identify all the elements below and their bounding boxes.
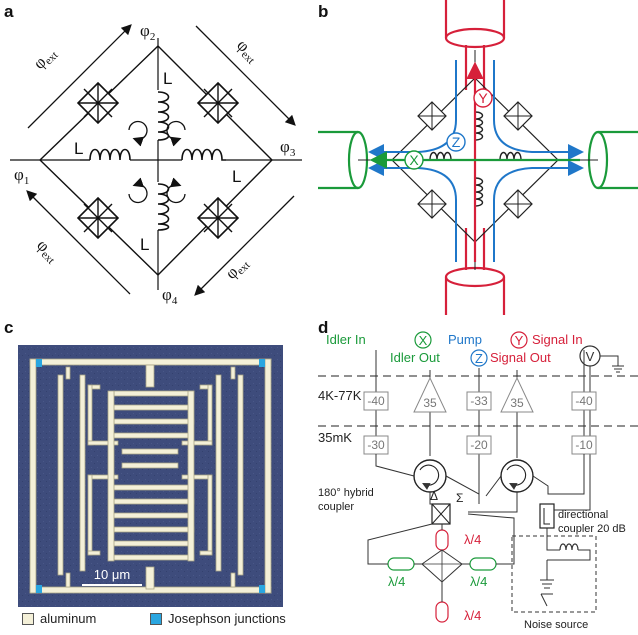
signal-out-label: Signal Out	[490, 350, 551, 365]
z-badge: Z	[475, 351, 483, 366]
idler-out-label: Idler Out	[390, 350, 440, 365]
resonator-top	[435, 529, 449, 551]
lambda4-left: λ/4	[388, 574, 405, 589]
lambda4-bottom: λ/4	[464, 608, 481, 623]
pump-label: Pump	[448, 332, 482, 347]
amp-signal-gain: 35	[510, 396, 524, 410]
phi-3-label: φ3	[280, 137, 296, 159]
legend-junctions-label: Josephson junctions	[168, 611, 286, 626]
inductor-label-right: L	[232, 167, 241, 186]
dir-coupler-line1: directional	[558, 509, 608, 521]
aluminum-swatch	[22, 612, 34, 625]
inductor-label-bottom: L	[140, 235, 149, 254]
stage-4k-label: 4K-77K	[318, 388, 362, 403]
att-pump-top: -33	[470, 394, 488, 408]
panel-letter-b: b	[318, 2, 329, 21]
phi-4-label: φ4	[162, 285, 178, 307]
dir-coupler-line2: coupler 20 dB	[558, 523, 626, 535]
signal-in-label: Signal In	[532, 332, 583, 347]
junction-markers	[36, 359, 265, 593]
aluminum-traces	[29, 358, 272, 594]
delta-label: Δ	[430, 489, 438, 503]
panel-d-setup-schematic: Idler In Idler Out Pump Signal Out Signa…	[318, 331, 638, 631]
phi-2-label: φ2	[140, 21, 155, 43]
panel-a-jrm-diagram: φ2 φ3 φ1 φ4 L L L L φext φext φext φext	[10, 21, 302, 307]
lambda4-top: λ/4	[464, 532, 481, 547]
phi-ext-arrows	[26, 24, 296, 296]
att-pump-bottom: -20	[470, 438, 488, 452]
mode-x-badge: X	[409, 152, 419, 168]
phi-ext-label-bl: φext	[32, 235, 63, 266]
resonator-left	[387, 557, 415, 571]
inductor-bottom	[157, 183, 170, 231]
phi-1-label: φ1	[14, 165, 29, 187]
noise-source-box	[511, 535, 597, 613]
mode-z-badge: Z	[452, 134, 461, 150]
hybrid-label-line2: coupler	[318, 501, 354, 513]
inductor-right	[181, 148, 226, 161]
inductor-label-top: L	[163, 69, 172, 88]
stage-35mk-label: 35mK	[318, 430, 352, 445]
legend-aluminum-label: aluminum	[40, 611, 97, 626]
att-signal-bottom: -10	[575, 438, 593, 452]
resonator-right	[469, 557, 497, 571]
att-idler-top: -40	[367, 394, 385, 408]
mode-y-badge: Y	[478, 90, 488, 106]
coax-top	[444, 0, 506, 90]
y-badge: Y	[515, 333, 524, 348]
circulation-arrows	[128, 120, 186, 204]
scale-bar-label: 10 μm	[94, 567, 130, 582]
legend-junctions: Josephson junctions	[150, 611, 286, 626]
legend-aluminum: aluminum	[22, 611, 96, 626]
hybrid-label-line1: 180° hybrid	[318, 487, 374, 499]
junction-swatch	[150, 612, 162, 625]
panel-letter-a: a	[4, 2, 14, 21]
amp-idler-gain: 35	[423, 396, 437, 410]
panel-letter-c: c	[4, 318, 14, 337]
inductor-left	[89, 148, 131, 161]
micrograph: 10 μm	[18, 345, 283, 607]
resonator-bottom	[435, 601, 449, 623]
att-signal-top: -40	[575, 394, 593, 408]
noise-source-label: Noise source	[524, 619, 588, 631]
panel-b-mode-diagram: Y Z X	[318, 0, 638, 315]
x-badge: X	[419, 333, 428, 348]
lambda4-right: λ/4	[470, 574, 487, 589]
phi-ext-label-tl: φext	[29, 43, 60, 74]
voltmeter-label: V	[586, 349, 595, 364]
phi-ext-label-br: φext	[221, 253, 252, 284]
inductor-label-left: L	[74, 139, 83, 158]
phi-ext-label-tr: φext	[232, 35, 263, 66]
att-idler-bottom: -30	[367, 438, 385, 452]
sigma-label: Σ	[456, 491, 463, 505]
inductor-top	[157, 91, 170, 141]
idler-in-label: Idler In	[326, 332, 366, 347]
panel-letter-d: d	[318, 318, 329, 337]
